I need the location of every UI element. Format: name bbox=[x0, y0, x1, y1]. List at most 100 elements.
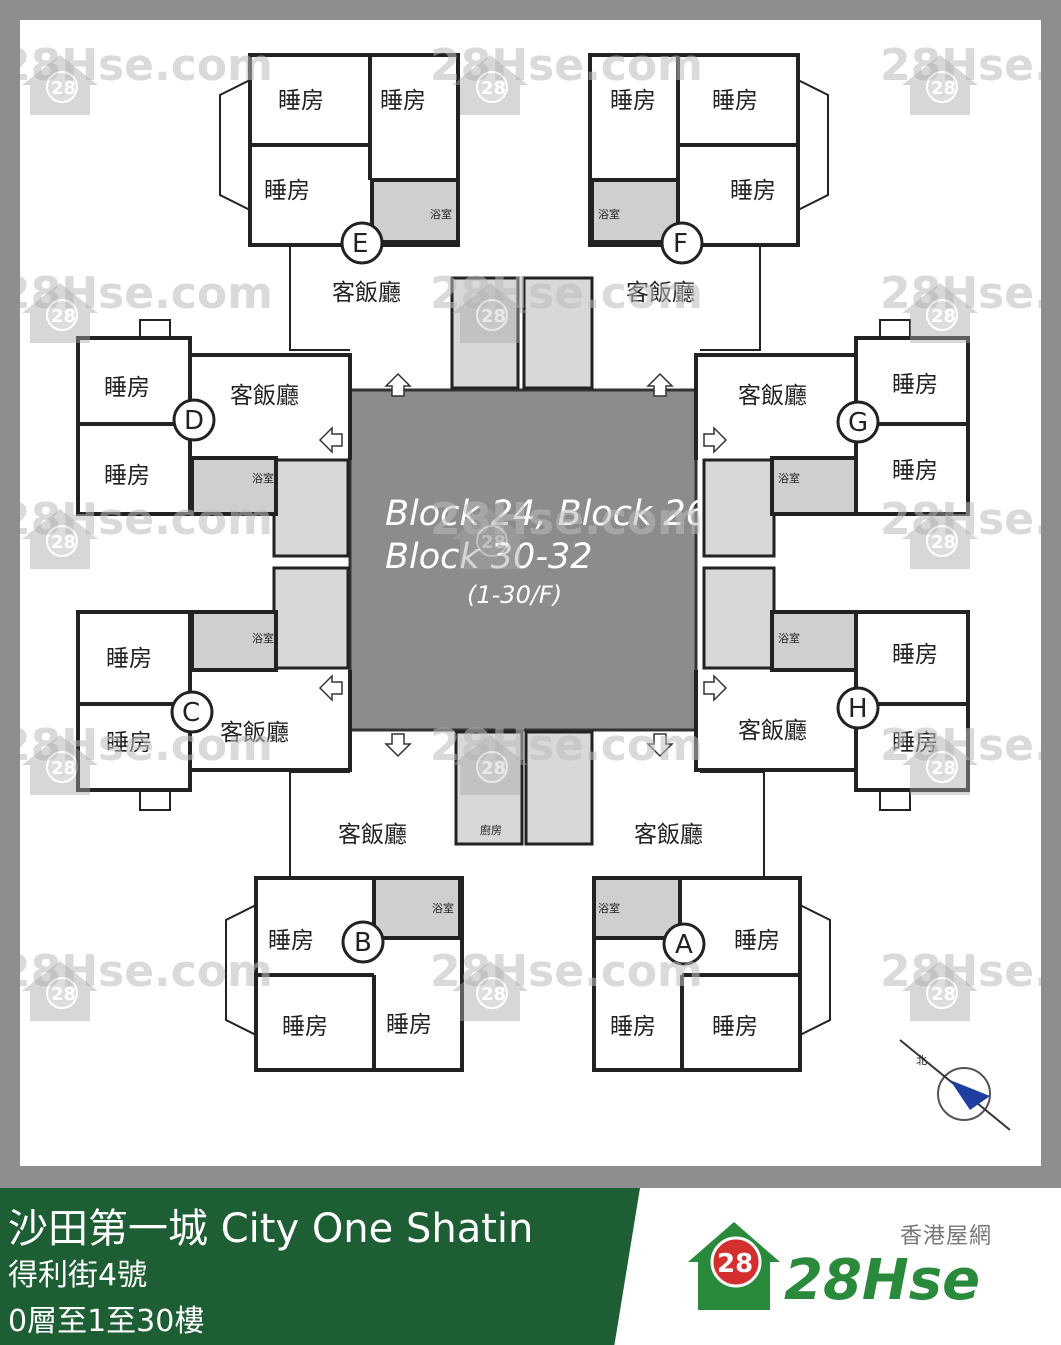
svg-text:28Hse.com: 28Hse.com bbox=[880, 720, 1041, 771]
watermark-house-icon: 28 bbox=[452, 55, 528, 115]
svg-text:28: 28 bbox=[931, 758, 956, 779]
svg-text:28: 28 bbox=[51, 532, 76, 553]
watermark-house-icon: 28 bbox=[902, 55, 978, 115]
svg-text:28: 28 bbox=[51, 984, 76, 1005]
unit-B bbox=[225, 771, 464, 1072]
lift-shaft-left bbox=[272, 458, 350, 670]
unit-E-marker: E bbox=[340, 221, 384, 265]
unit-F-bathroom-label: 浴室 bbox=[598, 207, 620, 221]
svg-text:F: F bbox=[673, 229, 688, 259]
unit-C-bathroom-label: 浴室 bbox=[252, 631, 274, 645]
unit-A-bedroom-3: 睡房 bbox=[712, 1014, 758, 1040]
floor-plan: Block 24, Block 26 Block 30-32 (1-30/F) bbox=[20, 20, 1041, 1166]
svg-text:A: A bbox=[675, 930, 693, 960]
unit-B-bedroom-2: 睡房 bbox=[282, 1014, 328, 1040]
house-logo-icon: 28 bbox=[688, 1222, 780, 1310]
brand-chinese-name: 香港屋網 bbox=[900, 1224, 993, 1249]
watermark-house-icon: 28 bbox=[452, 509, 528, 569]
unit-E-bedroom-2: 睡房 bbox=[380, 88, 426, 114]
svg-text:28: 28 bbox=[481, 306, 506, 327]
svg-text:H: H bbox=[848, 694, 868, 724]
svg-text:28Hse.com: 28Hse.com bbox=[20, 268, 273, 319]
svg-text:28Hse.com: 28Hse.com bbox=[880, 946, 1041, 997]
unit-E-bathroom-label: 浴室 bbox=[430, 207, 452, 221]
footer-green-panel: 沙田第一城 City One Shatin 得利街4號 0層至1至30樓 bbox=[0, 1188, 640, 1345]
unit-A-marker: A bbox=[662, 922, 706, 966]
floor-plan-frame: Block 24, Block 26 Block 30-32 (1-30/F) bbox=[20, 20, 1041, 1166]
unit-G-marker: G bbox=[836, 400, 880, 444]
footer-banner: 沙田第一城 City One Shatin 得利街4號 0層至1至30樓 28 … bbox=[0, 1188, 1061, 1345]
watermark-house-icon: 28 bbox=[902, 961, 978, 1021]
unit-C-bedroom-2: 睡房 bbox=[106, 730, 152, 756]
unit-B-marker: B bbox=[341, 920, 385, 964]
watermark-house-icon: 28 bbox=[22, 961, 98, 1021]
watermark-house-icon: 28 bbox=[22, 55, 98, 115]
unit-D-bathroom-label: 浴室 bbox=[252, 471, 274, 485]
unit-D-marker: D bbox=[172, 398, 216, 442]
watermark-house-icon: 28 bbox=[902, 509, 978, 569]
svg-text:28: 28 bbox=[481, 984, 506, 1005]
svg-text:28: 28 bbox=[931, 532, 956, 553]
svg-text:28Hse.com: 28Hse.com bbox=[430, 40, 703, 91]
lift-shaft-right bbox=[702, 458, 776, 670]
brand-logo[interactable]: 28 香港屋網 28Hse bbox=[684, 1218, 1024, 1318]
unit-C-bedroom-1: 睡房 bbox=[106, 646, 152, 672]
svg-text:28: 28 bbox=[931, 78, 956, 99]
floor-plan-drawing: Block 24, Block 26 Block 30-32 (1-30/F) bbox=[20, 40, 1041, 1131]
unit-F-living-dining: 客飯廳 bbox=[626, 280, 695, 306]
unit-G bbox=[694, 319, 970, 516]
unit-B-bedroom-1: 睡房 bbox=[268, 928, 314, 954]
svg-text:28: 28 bbox=[481, 532, 506, 553]
watermark-house-icon: 28 bbox=[452, 735, 528, 795]
svg-text:D: D bbox=[184, 406, 204, 436]
svg-text:G: G bbox=[848, 408, 868, 438]
unit-F bbox=[588, 53, 829, 351]
unit-G-bedroom-1: 睡房 bbox=[892, 372, 938, 398]
unit-D-bedroom-2: 睡房 bbox=[104, 463, 150, 489]
unit-G-living-dining: 客飯廳 bbox=[738, 383, 807, 409]
lift-shaft-top bbox=[450, 276, 594, 390]
watermark-house-icon: 28 bbox=[902, 735, 978, 795]
unit-A-living-dining: 客飯廳 bbox=[634, 822, 703, 848]
svg-text:E: E bbox=[352, 229, 368, 259]
unit-H-marker: H bbox=[836, 686, 880, 730]
unit-B-living-dining: 客飯廳 bbox=[338, 822, 407, 848]
svg-text:28: 28 bbox=[481, 78, 506, 99]
block-title-line2: Block 30-32 bbox=[385, 537, 593, 577]
svg-text:C: C bbox=[182, 698, 200, 728]
svg-text:28Hse.com: 28Hse.com bbox=[880, 40, 1041, 91]
estate-name: 沙田第一城 City One Shatin bbox=[8, 1206, 534, 1252]
watermark-house-icon: 28 bbox=[22, 283, 98, 343]
svg-text:28: 28 bbox=[51, 78, 76, 99]
svg-text:28Hse.com: 28Hse.com bbox=[430, 946, 703, 997]
unit-B-bathroom-label: 浴室 bbox=[432, 901, 454, 915]
unit-F-bedroom-3: 睡房 bbox=[730, 178, 776, 204]
unit-A-bathroom-label: 浴室 bbox=[598, 901, 620, 915]
unit-C-living-dining: 客飯廳 bbox=[220, 720, 289, 746]
svg-text:28: 28 bbox=[481, 758, 506, 779]
unit-C-marker: C bbox=[170, 690, 214, 734]
watermark-house-icon: 28 bbox=[452, 961, 528, 1021]
estate-address: 得利街4號 bbox=[8, 1258, 148, 1293]
unit-H-bathroom-label: 浴室 bbox=[778, 631, 800, 645]
svg-text:B: B bbox=[354, 928, 372, 958]
svg-text:28Hse.com: 28Hse.com bbox=[880, 268, 1041, 319]
svg-text:北: 北 bbox=[916, 1054, 927, 1067]
unit-E-bedroom-3: 睡房 bbox=[264, 178, 310, 204]
svg-text:28: 28 bbox=[931, 984, 956, 1005]
floor-range: (1-30/F) bbox=[467, 581, 562, 609]
unit-A bbox=[592, 771, 831, 1072]
unit-F-bedroom-1: 睡房 bbox=[610, 88, 656, 114]
unit-A-bedroom-2: 睡房 bbox=[610, 1014, 656, 1040]
svg-text:28Hse.com: 28Hse.com bbox=[880, 494, 1041, 545]
svg-text:28Hse.com: 28Hse.com bbox=[20, 40, 273, 91]
